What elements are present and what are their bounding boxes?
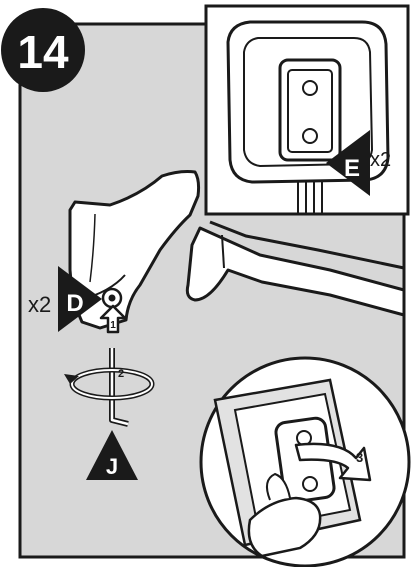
part-e-qty: x2 (370, 149, 391, 171)
part-d-qty: x2 (28, 292, 51, 317)
part-d-letter: D (66, 290, 83, 317)
arrow-step-3-label: 3 (356, 450, 363, 465)
arrow-step-1-label: 1 (110, 320, 116, 331)
detail-inset-bottom: 3 (201, 358, 409, 566)
arrow-step-2-label: 2 (118, 368, 124, 380)
part-e-letter: E (344, 155, 360, 182)
tool-j-letter: J (106, 454, 118, 479)
step-number: 14 (17, 26, 69, 78)
detail-inset-top: E x2 (206, 6, 408, 214)
step-badge: 14 (1, 8, 85, 92)
